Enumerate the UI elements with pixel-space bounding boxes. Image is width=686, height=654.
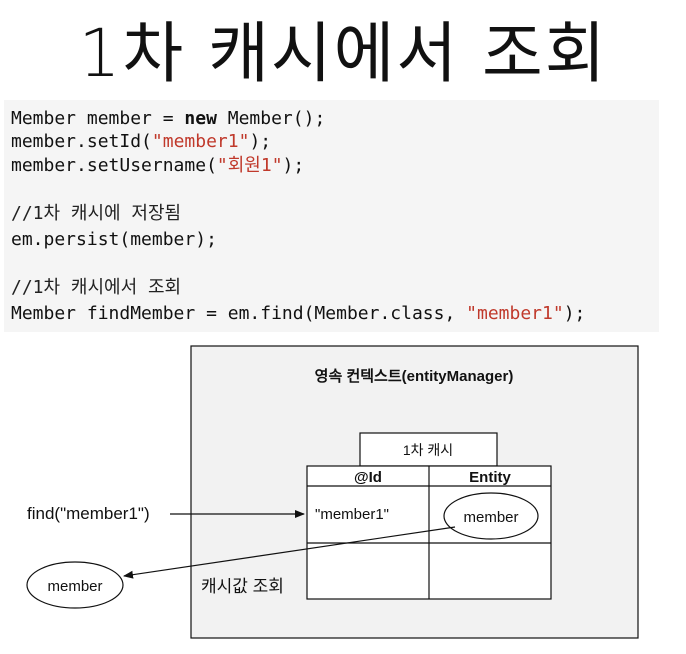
code-line-3: member.setUsername("회원1"); (11, 155, 305, 176)
code-comment-1: //1차 캐시에 저장됨 (11, 203, 182, 224)
code-block: Member member = new Member(); member.set… (4, 100, 659, 332)
code-line-2: member.setId("member1"); (11, 131, 272, 152)
context-title: 영속 컨텍스트(entityManager) (315, 367, 514, 385)
result-entity-label: member (47, 578, 102, 595)
result-entity-ellipse (26, 561, 124, 609)
keyword-new: new (184, 108, 217, 129)
code-line-5: Member findMember = em.find(Member.class… (11, 303, 586, 324)
lookup-label: 캐시값 조회 (201, 577, 284, 596)
string-literal: "member1" (151, 131, 250, 152)
page-title: 1차 캐시에서 조회 (78, 15, 608, 92)
cell-id-member1: "member1" (315, 506, 389, 523)
string-literal: "member1" (466, 303, 564, 324)
entity-ellipse (443, 492, 539, 540)
find-call-label: find("member1") (27, 504, 150, 523)
cell-entity-member: member (463, 509, 518, 526)
cache-label-box (359, 432, 498, 467)
return-arrow (123, 526, 456, 579)
cache-label: 1차 캐시 (403, 442, 453, 458)
code-line-1: Member member = new Member(); (11, 108, 326, 129)
column-header-entity: Entity (469, 469, 511, 486)
column-header-id: @Id (354, 469, 382, 486)
string-literal: "회원1" (216, 155, 283, 176)
code-line-4: em.persist(member); (11, 229, 217, 250)
code-comment-2: //1차 캐시에서 조회 (11, 277, 182, 298)
